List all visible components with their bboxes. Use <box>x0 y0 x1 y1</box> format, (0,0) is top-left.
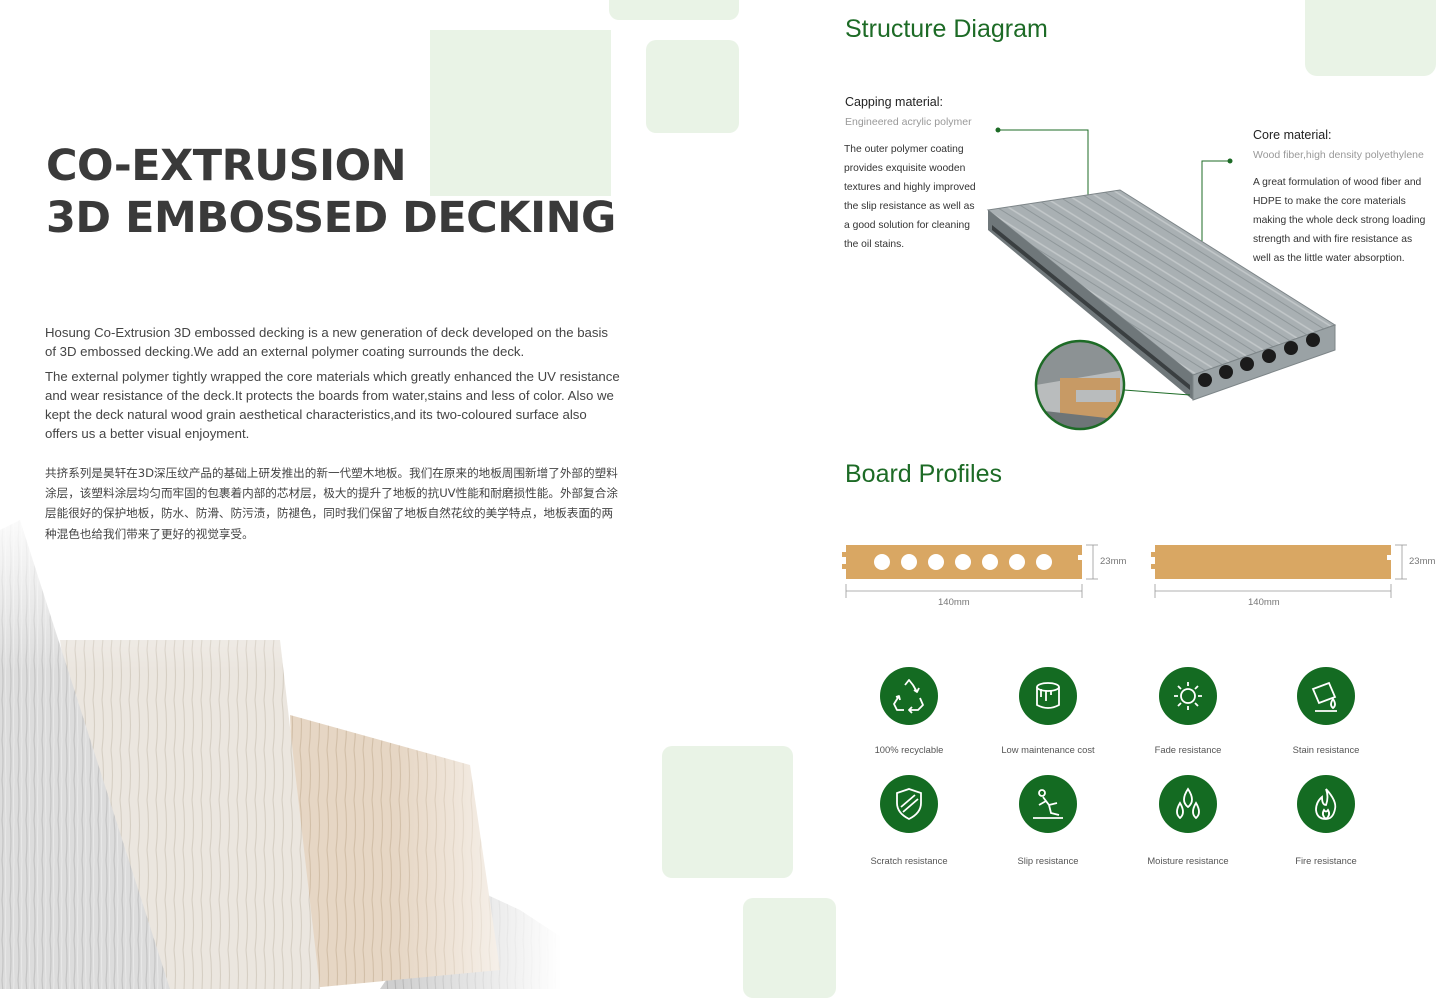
decor-square <box>1305 0 1436 76</box>
feature-label: Fade resistance <box>1154 744 1222 755</box>
title-line-1: CO-EXTRUSION <box>46 141 407 191</box>
title-line-2: 3D EMBOSSED DECKING <box>46 193 616 243</box>
feature-label: Moisture resistance <box>1147 855 1229 866</box>
solid-height-label: 23mm <box>1409 556 1436 567</box>
sun-icon <box>1159 667 1217 725</box>
decking-samples-image <box>0 500 660 989</box>
solid-board-profile <box>1151 544 1407 598</box>
recycle-icon <box>880 667 938 725</box>
feature-label: Fire resistance <box>1295 855 1357 866</box>
capping-title: Capping material: <box>845 95 943 109</box>
water-drops-icon <box>1159 775 1217 833</box>
paint-bucket-icon <box>1019 667 1077 725</box>
decor-square <box>430 30 611 196</box>
detail-paragraph: The external polymer tightly wrapped the… <box>45 369 620 441</box>
core-description: A great formulation of wood fiber and HD… <box>1253 177 1426 264</box>
intro-paragraph: Hosung Co-Extrusion 3D embossed decking … <box>45 325 609 359</box>
feature-label: Stain resistance <box>1292 744 1360 755</box>
profiles-heading: Board Profiles <box>845 460 1003 488</box>
decor-square <box>743 898 836 998</box>
shield-icon <box>880 775 938 833</box>
feature-label: 100% recyclable <box>874 744 944 755</box>
slip-icon <box>1019 775 1077 833</box>
feature-label: Scratch resistance <box>870 855 948 866</box>
capping-subtitle: Engineered acrylic polymer <box>845 116 972 128</box>
decor-square <box>646 40 739 133</box>
deck-board-illustration <box>986 127 1337 431</box>
fire-icon <box>1297 775 1355 833</box>
spill-icon <box>1297 667 1355 725</box>
hollow-height-label: 23mm <box>1100 556 1127 567</box>
feature-label: Slip resistance <box>1017 855 1079 866</box>
decor-square <box>609 0 739 20</box>
structure-heading: Structure Diagram <box>845 15 1048 43</box>
feature-label: Low maintenance cost <box>1001 744 1095 755</box>
hollow-width-label: 140mm <box>938 597 970 608</box>
chinese-paragraph: 共挤系列是昊轩在3D深压纹产品的基础上研发推出的新一代塑木地板。我们在原来的地板… <box>45 466 618 541</box>
solid-width-label: 140mm <box>1248 597 1280 608</box>
core-subtitle: Wood fiber,high density polyethylene <box>1253 149 1424 161</box>
page-title: CO-EXTRUSION 3D EMBOSSED DECKING <box>46 140 616 244</box>
hollow-board-profile <box>842 544 1098 598</box>
capping-description: The outer polymer coating provides exqui… <box>844 144 976 250</box>
decor-square <box>662 746 793 878</box>
core-title: Core material: <box>1253 128 1332 142</box>
